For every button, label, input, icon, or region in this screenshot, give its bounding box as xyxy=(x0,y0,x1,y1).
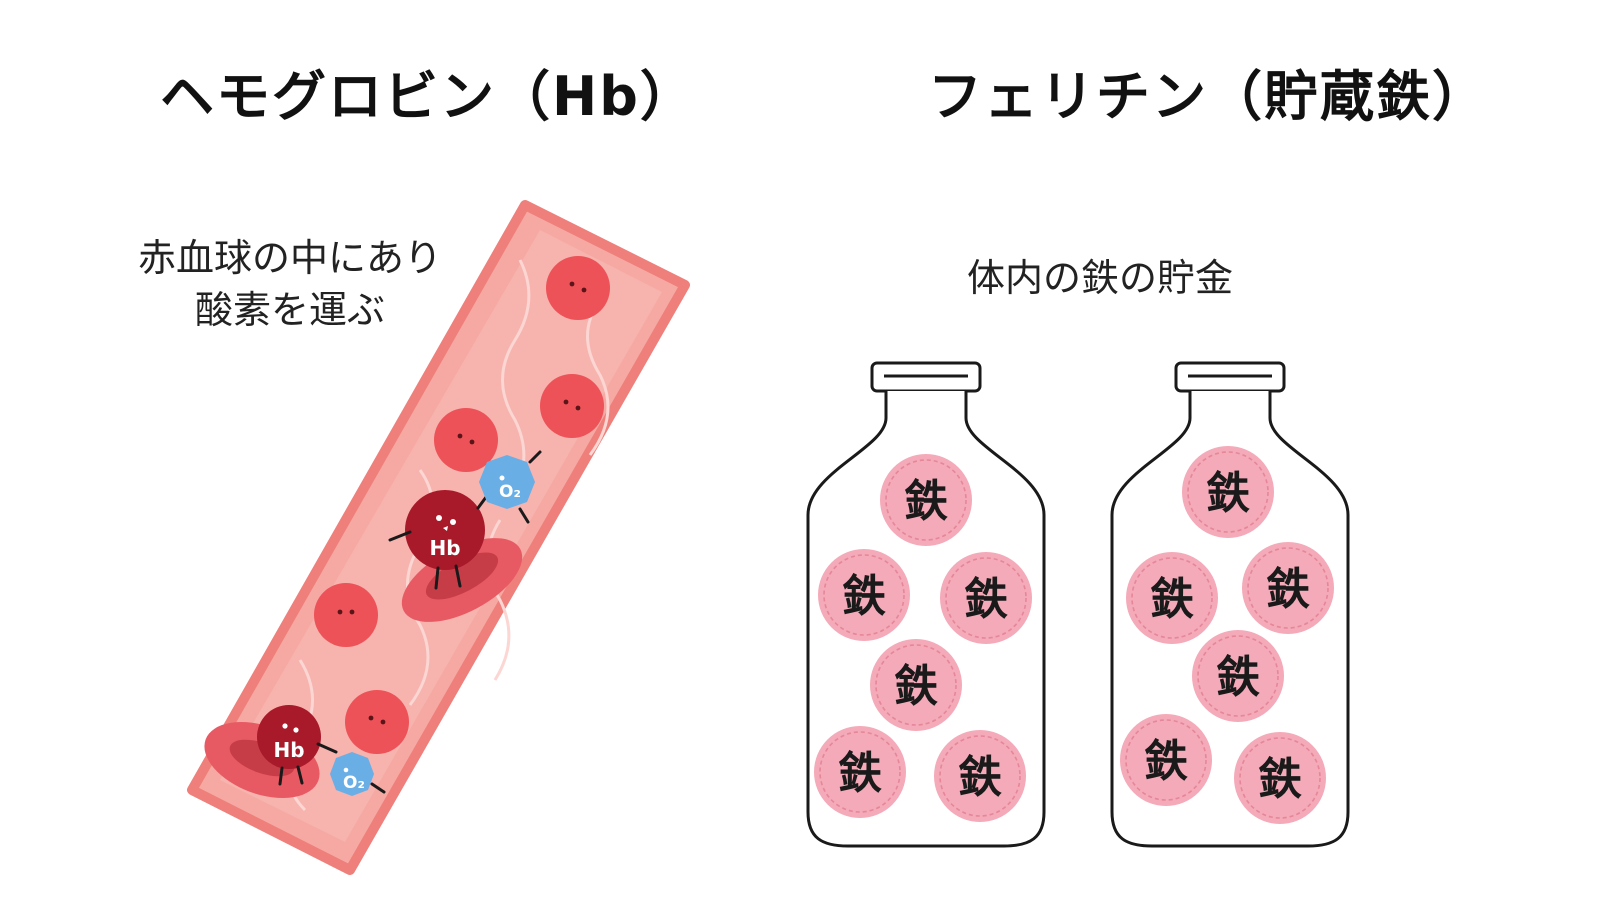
iron-label: 鉄 xyxy=(894,661,938,712)
iron-ball: 鉄 xyxy=(870,639,962,731)
iron-ball: 鉄 xyxy=(934,730,1026,822)
red-blood-cell xyxy=(345,690,409,754)
iron-label: 鉄 xyxy=(958,752,1002,803)
iron-label: 鉄 xyxy=(1258,754,1302,805)
hemoglobin-caption-line2: 酸素を運ぶ xyxy=(194,288,385,332)
iron-label: 鉄 xyxy=(1266,564,1310,615)
hemoglobin-ball xyxy=(257,705,321,769)
ferritin-title: フェリチン（貯蔵鉄） xyxy=(928,65,1488,128)
oxygen-molecule xyxy=(330,752,374,796)
iron-label: 鉄 xyxy=(1206,468,1250,519)
hemoglobin-caption: 赤血球の中にあり 酸素を運ぶ xyxy=(100,232,480,336)
ferritin-caption: 体内の鉄の貯金 xyxy=(966,256,1233,300)
iron-label: 鉄 xyxy=(904,476,948,527)
iron-label: 鉄 xyxy=(1216,652,1260,703)
iron-ball: 鉄 xyxy=(940,552,1032,644)
iron-ball: 鉄 xyxy=(1234,732,1326,824)
hemoglobin-ball xyxy=(405,490,485,570)
oxygen-label: O₂ xyxy=(499,482,521,502)
red-blood-cell xyxy=(546,256,610,320)
red-blood-cells xyxy=(314,256,610,754)
red-blood-cell xyxy=(434,408,498,472)
iron-ball: 鉄 xyxy=(818,549,910,641)
iron-ball: 鉄 xyxy=(1126,552,1218,644)
red-blood-cell xyxy=(314,583,378,647)
oxygen-molecule xyxy=(479,455,535,509)
hemoglobin-title: ヘモグロビン（Hb） xyxy=(160,65,696,128)
iron-label: 鉄 xyxy=(964,574,1008,625)
hemoglobin-character: Hb O₂ xyxy=(204,705,386,798)
iron-ball: 鉄 xyxy=(1120,714,1212,806)
iron-ball: 鉄 xyxy=(1192,630,1284,722)
iron-balls: 鉄 鉄 鉄 鉄 鉄 鉄 xyxy=(814,454,1032,822)
iron-balls: 鉄 鉄 鉄 鉄 鉄 鉄 xyxy=(1120,446,1334,824)
red-blood-cell xyxy=(540,374,604,438)
iron-ball: 鉄 xyxy=(1182,446,1274,538)
iron-label: 鉄 xyxy=(838,748,882,799)
iron-ball: 鉄 xyxy=(880,454,972,546)
cell-faces xyxy=(337,281,587,725)
iron-ball: 鉄 xyxy=(814,726,906,818)
ferritin-bottle: 鉄 鉄 鉄 鉄 鉄 鉄 xyxy=(806,361,1046,848)
iron-label: 鉄 xyxy=(1144,736,1188,787)
ferritin-bottle: 鉄 鉄 鉄 鉄 鉄 鉄 xyxy=(1110,361,1350,848)
hemoglobin-label: Hb xyxy=(429,536,460,560)
hemoglobin-character: Hb O₂ xyxy=(388,450,542,622)
oxygen-label: O₂ xyxy=(343,773,365,793)
hemoglobin-caption-line1: 赤血球の中にあり xyxy=(137,236,442,280)
hemoglobin-label: Hb xyxy=(273,738,304,762)
iron-label: 鉄 xyxy=(842,571,886,622)
iron-label: 鉄 xyxy=(1150,574,1194,625)
iron-ball: 鉄 xyxy=(1242,542,1334,634)
